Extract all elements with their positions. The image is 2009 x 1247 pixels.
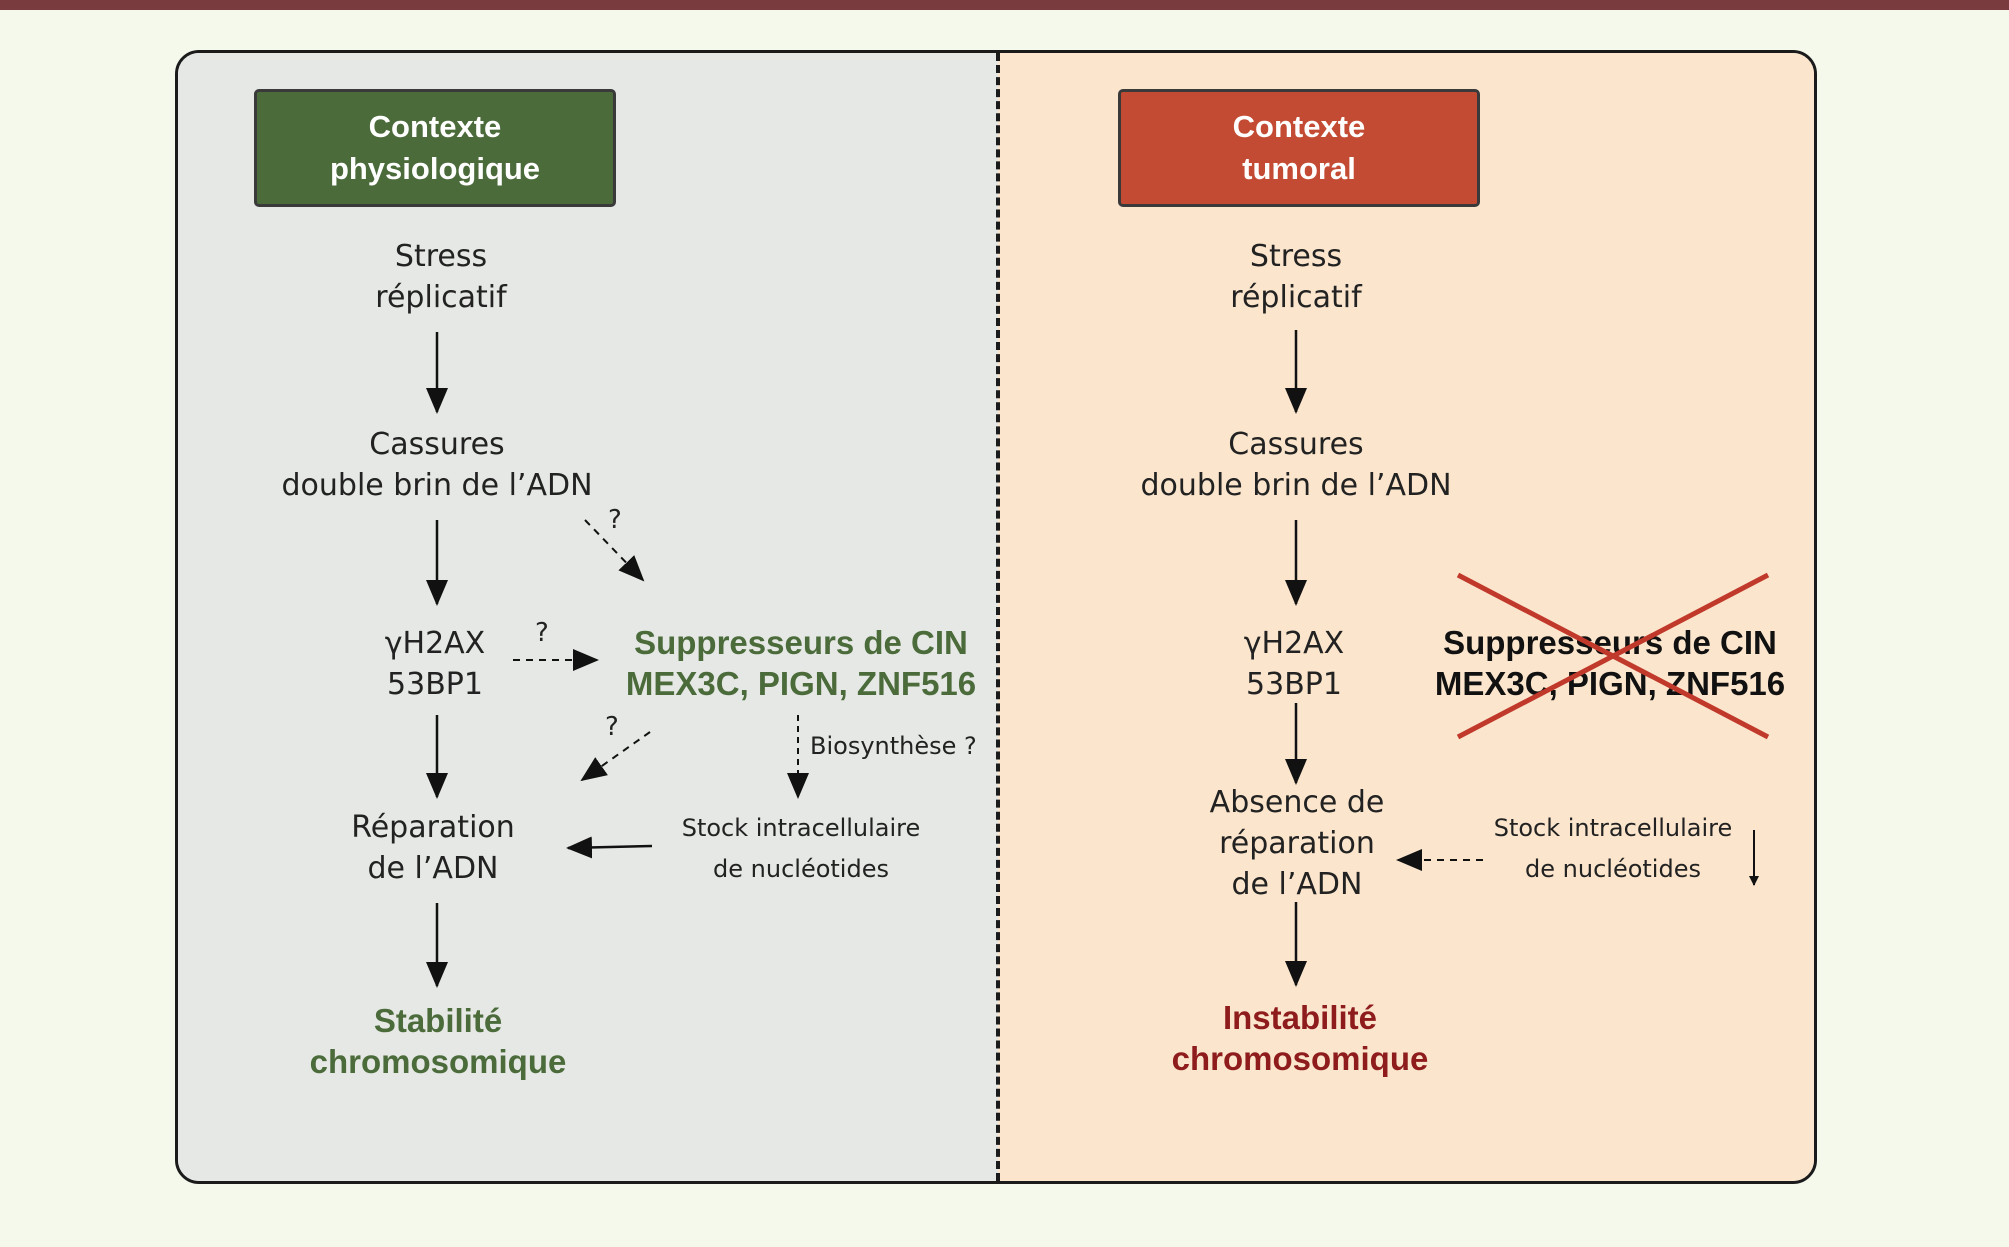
panel-divider — [996, 53, 1000, 1181]
tumoral-context-line-1: Contexte — [1232, 109, 1366, 144]
question-mark-breaks-to-suppressors: ? — [608, 505, 622, 535]
tumoral-context-line-2: tumoral — [1242, 151, 1356, 186]
top-accent-bar — [0, 0, 2009, 10]
question-mark-suppressors-to-repair: ? — [605, 712, 619, 742]
biosynthesis-label: Biosynthèse ? — [810, 732, 977, 760]
physiological-panel — [178, 53, 998, 1181]
physiological-context-line-1: Contexte — [368, 109, 502, 144]
physiological-context-line-2: physiologique — [329, 151, 541, 186]
physiological-context-box: Contexte physiologique — [254, 89, 616, 207]
question-mark-markers-to-suppressors: ? — [535, 618, 549, 648]
diagram-frame — [175, 50, 1817, 1184]
tumoral-context-box: Contexte tumoral — [1118, 89, 1480, 207]
